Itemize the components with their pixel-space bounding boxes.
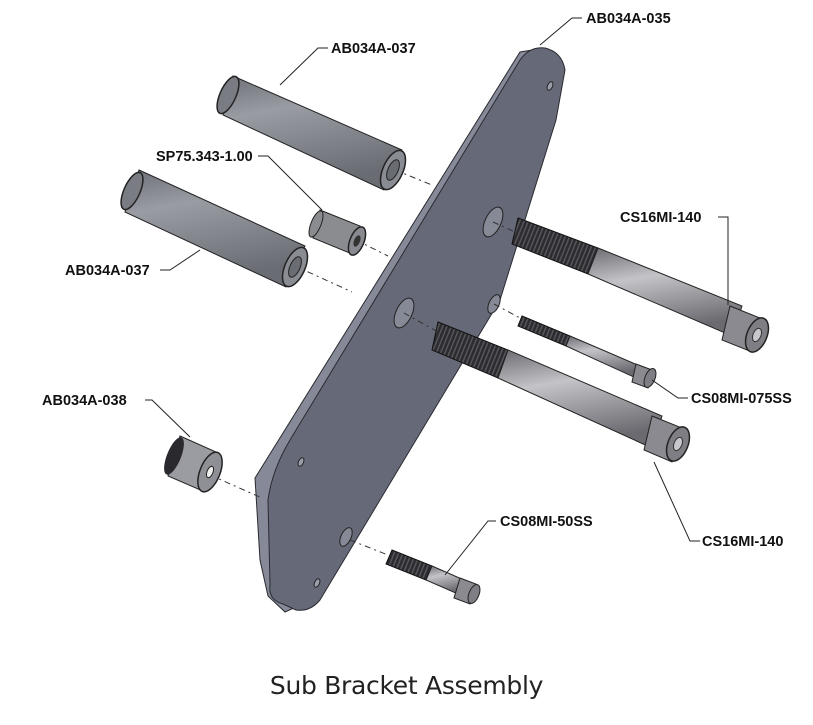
spacer-bottom bbox=[164, 435, 223, 493]
bolt-large-bottom bbox=[431, 321, 691, 463]
plate-hole bbox=[546, 81, 554, 91]
label-spacer-long-left: AB034A-037 bbox=[65, 263, 150, 279]
label-bolt-large-bottom: CS16MI-140 bbox=[702, 534, 783, 550]
plate-hole bbox=[313, 578, 321, 588]
label-bolt-small-bottom: CS08MI-50SS bbox=[500, 514, 593, 530]
label-spacer-short: SP75.343-1.00 bbox=[156, 149, 253, 165]
label-spacer-long-top: AB034A-037 bbox=[331, 41, 416, 57]
label-spacer-bottom: AB034A-038 bbox=[42, 393, 127, 409]
label-plate: AB034A-035 bbox=[586, 11, 671, 27]
label-bolt-small-mid: CS08MI-075SS bbox=[691, 391, 792, 407]
diagram-caption: Sub Bracket Assembly bbox=[269, 671, 544, 700]
bolt-large-top bbox=[511, 217, 770, 353]
leader-lines bbox=[145, 17, 729, 576]
label-bolt-large-top: CS16MI-140 bbox=[620, 210, 701, 226]
bolt-small-mid bbox=[517, 315, 657, 389]
bolt-small-bottom bbox=[385, 549, 481, 605]
plate-face bbox=[267, 47, 566, 611]
spacer-long-top bbox=[216, 75, 407, 191]
plate-hole bbox=[297, 457, 305, 467]
plate-hole bbox=[339, 527, 353, 547]
spacer-long-left bbox=[120, 169, 309, 288]
mounting-plate bbox=[254, 47, 566, 613]
spacer-short bbox=[308, 209, 367, 256]
